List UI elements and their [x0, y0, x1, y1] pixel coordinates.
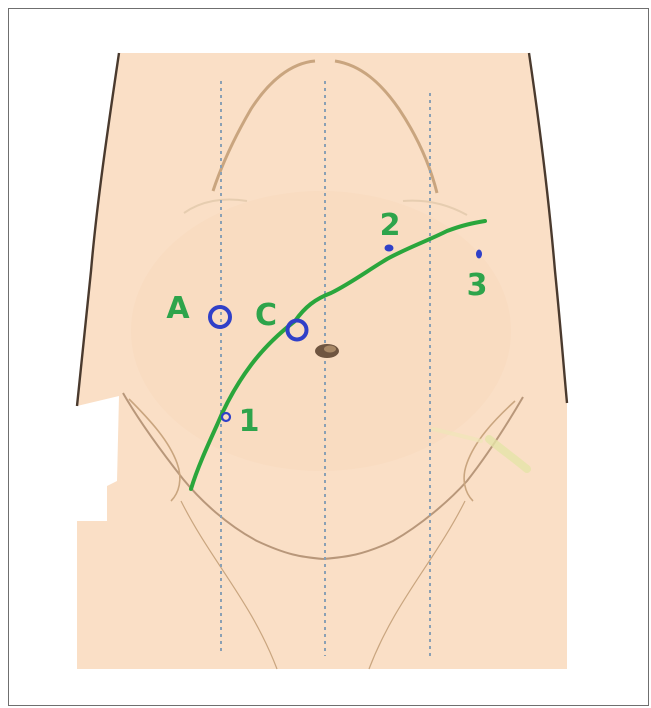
label-point-3: 3	[467, 268, 488, 303]
navel-icon	[315, 344, 339, 358]
abdominal-shading	[131, 191, 511, 471]
label-point-2: 2	[380, 208, 401, 243]
point-3-marker	[476, 250, 482, 259]
label-port-c: C	[255, 298, 277, 333]
abdomen-diagram: A C 1 2 3	[9, 9, 650, 707]
point-2-marker	[385, 245, 394, 252]
label-point-1: 1	[239, 404, 260, 439]
label-port-a: A	[166, 291, 190, 326]
figure-frame: A C 1 2 3	[8, 8, 649, 706]
